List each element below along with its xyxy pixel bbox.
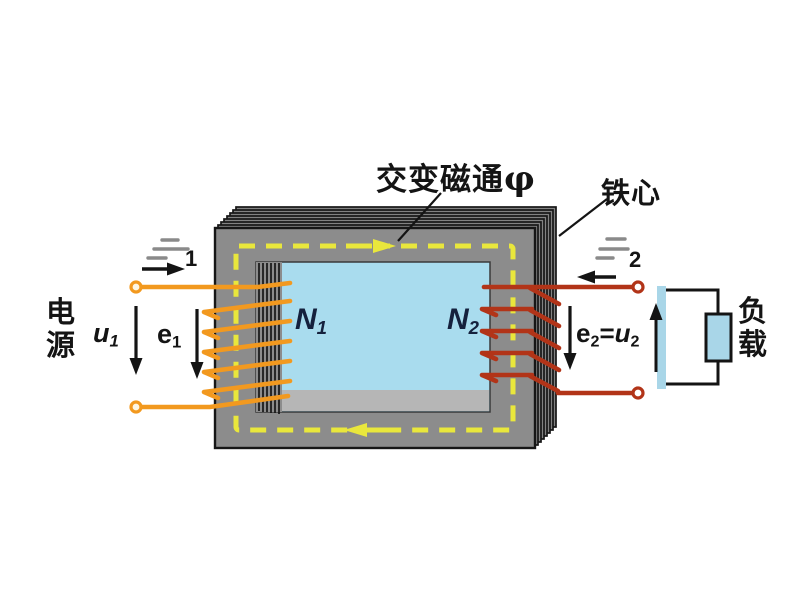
phi-symbol: φ [504,159,536,199]
secondary-turn [479,350,562,373]
equals-sign: = [599,318,615,348]
secondary-turn [479,372,561,394]
primary-turn [201,318,293,341]
secondary-turn [479,306,562,329]
primary-terminal-top [129,280,143,294]
core-label-leader-line [558,198,608,237]
n1-subscript: 1 [316,317,328,339]
core-label: 铁心 [601,178,662,210]
primary-bottom-wire [133,393,291,410]
flux-direction-arrow-bottom [344,423,367,437]
primary-winding-label: N1 [295,303,327,339]
primary-current-symbol [142,238,190,276]
secondary-winding-label: N2 [447,303,479,339]
i1-number: 1 [185,246,198,271]
flux-label: 交变磁通φ [376,154,536,199]
primary-terminal-bottom [129,400,143,414]
secondary-current-symbol [577,237,630,284]
i2-left-arrow [577,270,595,284]
primary-turn [201,358,293,381]
e2-equals-u2-label: e2=u2 [576,318,639,352]
n2-base: N [447,303,469,336]
i1-right-arrow [167,262,185,276]
primary-turn [201,298,293,321]
secondary-terminal-top [631,280,645,294]
secondary-turn [479,328,562,351]
u1-base: u [93,318,110,348]
n2-subscript: 2 [468,317,480,339]
secondary-coil [479,284,637,396]
load-label: 负载 [737,296,768,361]
e2-down-arrow [563,353,577,370]
u1-down-arrow [129,358,143,375]
power-source-label: 电源 [45,297,76,362]
u1-label: u1 [93,318,119,352]
u2-up-arrow [649,303,663,320]
secondary-turn-diagonal [527,285,562,307]
u2-subscript: 2 [630,332,640,351]
u1-subscript: 1 [109,331,119,351]
n1-base: N [295,303,317,336]
primary-coil [133,280,293,410]
u2-base: u [614,318,631,348]
e2-subscript: 2 [590,332,600,351]
flux-path [233,239,516,437]
load-resistor [704,312,733,363]
e2-base: e [576,318,591,348]
primary-top-wire [133,280,293,290]
load-bus-bar [657,286,666,389]
flux-label-text: 交变磁通 [376,162,504,197]
load-circuit [649,286,733,389]
e1-label: e1 [157,319,181,353]
secondary-terminal-bottom [631,386,645,400]
e1-down-arrow [190,362,204,379]
flux-direction-arrow-top [373,239,396,253]
i2-number: 2 [629,247,642,272]
primary-turn [201,378,293,401]
flux-label-leader-line [397,192,442,242]
primary-turn [201,338,293,361]
e1-subscript: 1 [172,332,182,352]
e1-base: e [157,319,173,349]
quantity-arrows [129,306,577,379]
core-window-floor [258,390,489,411]
